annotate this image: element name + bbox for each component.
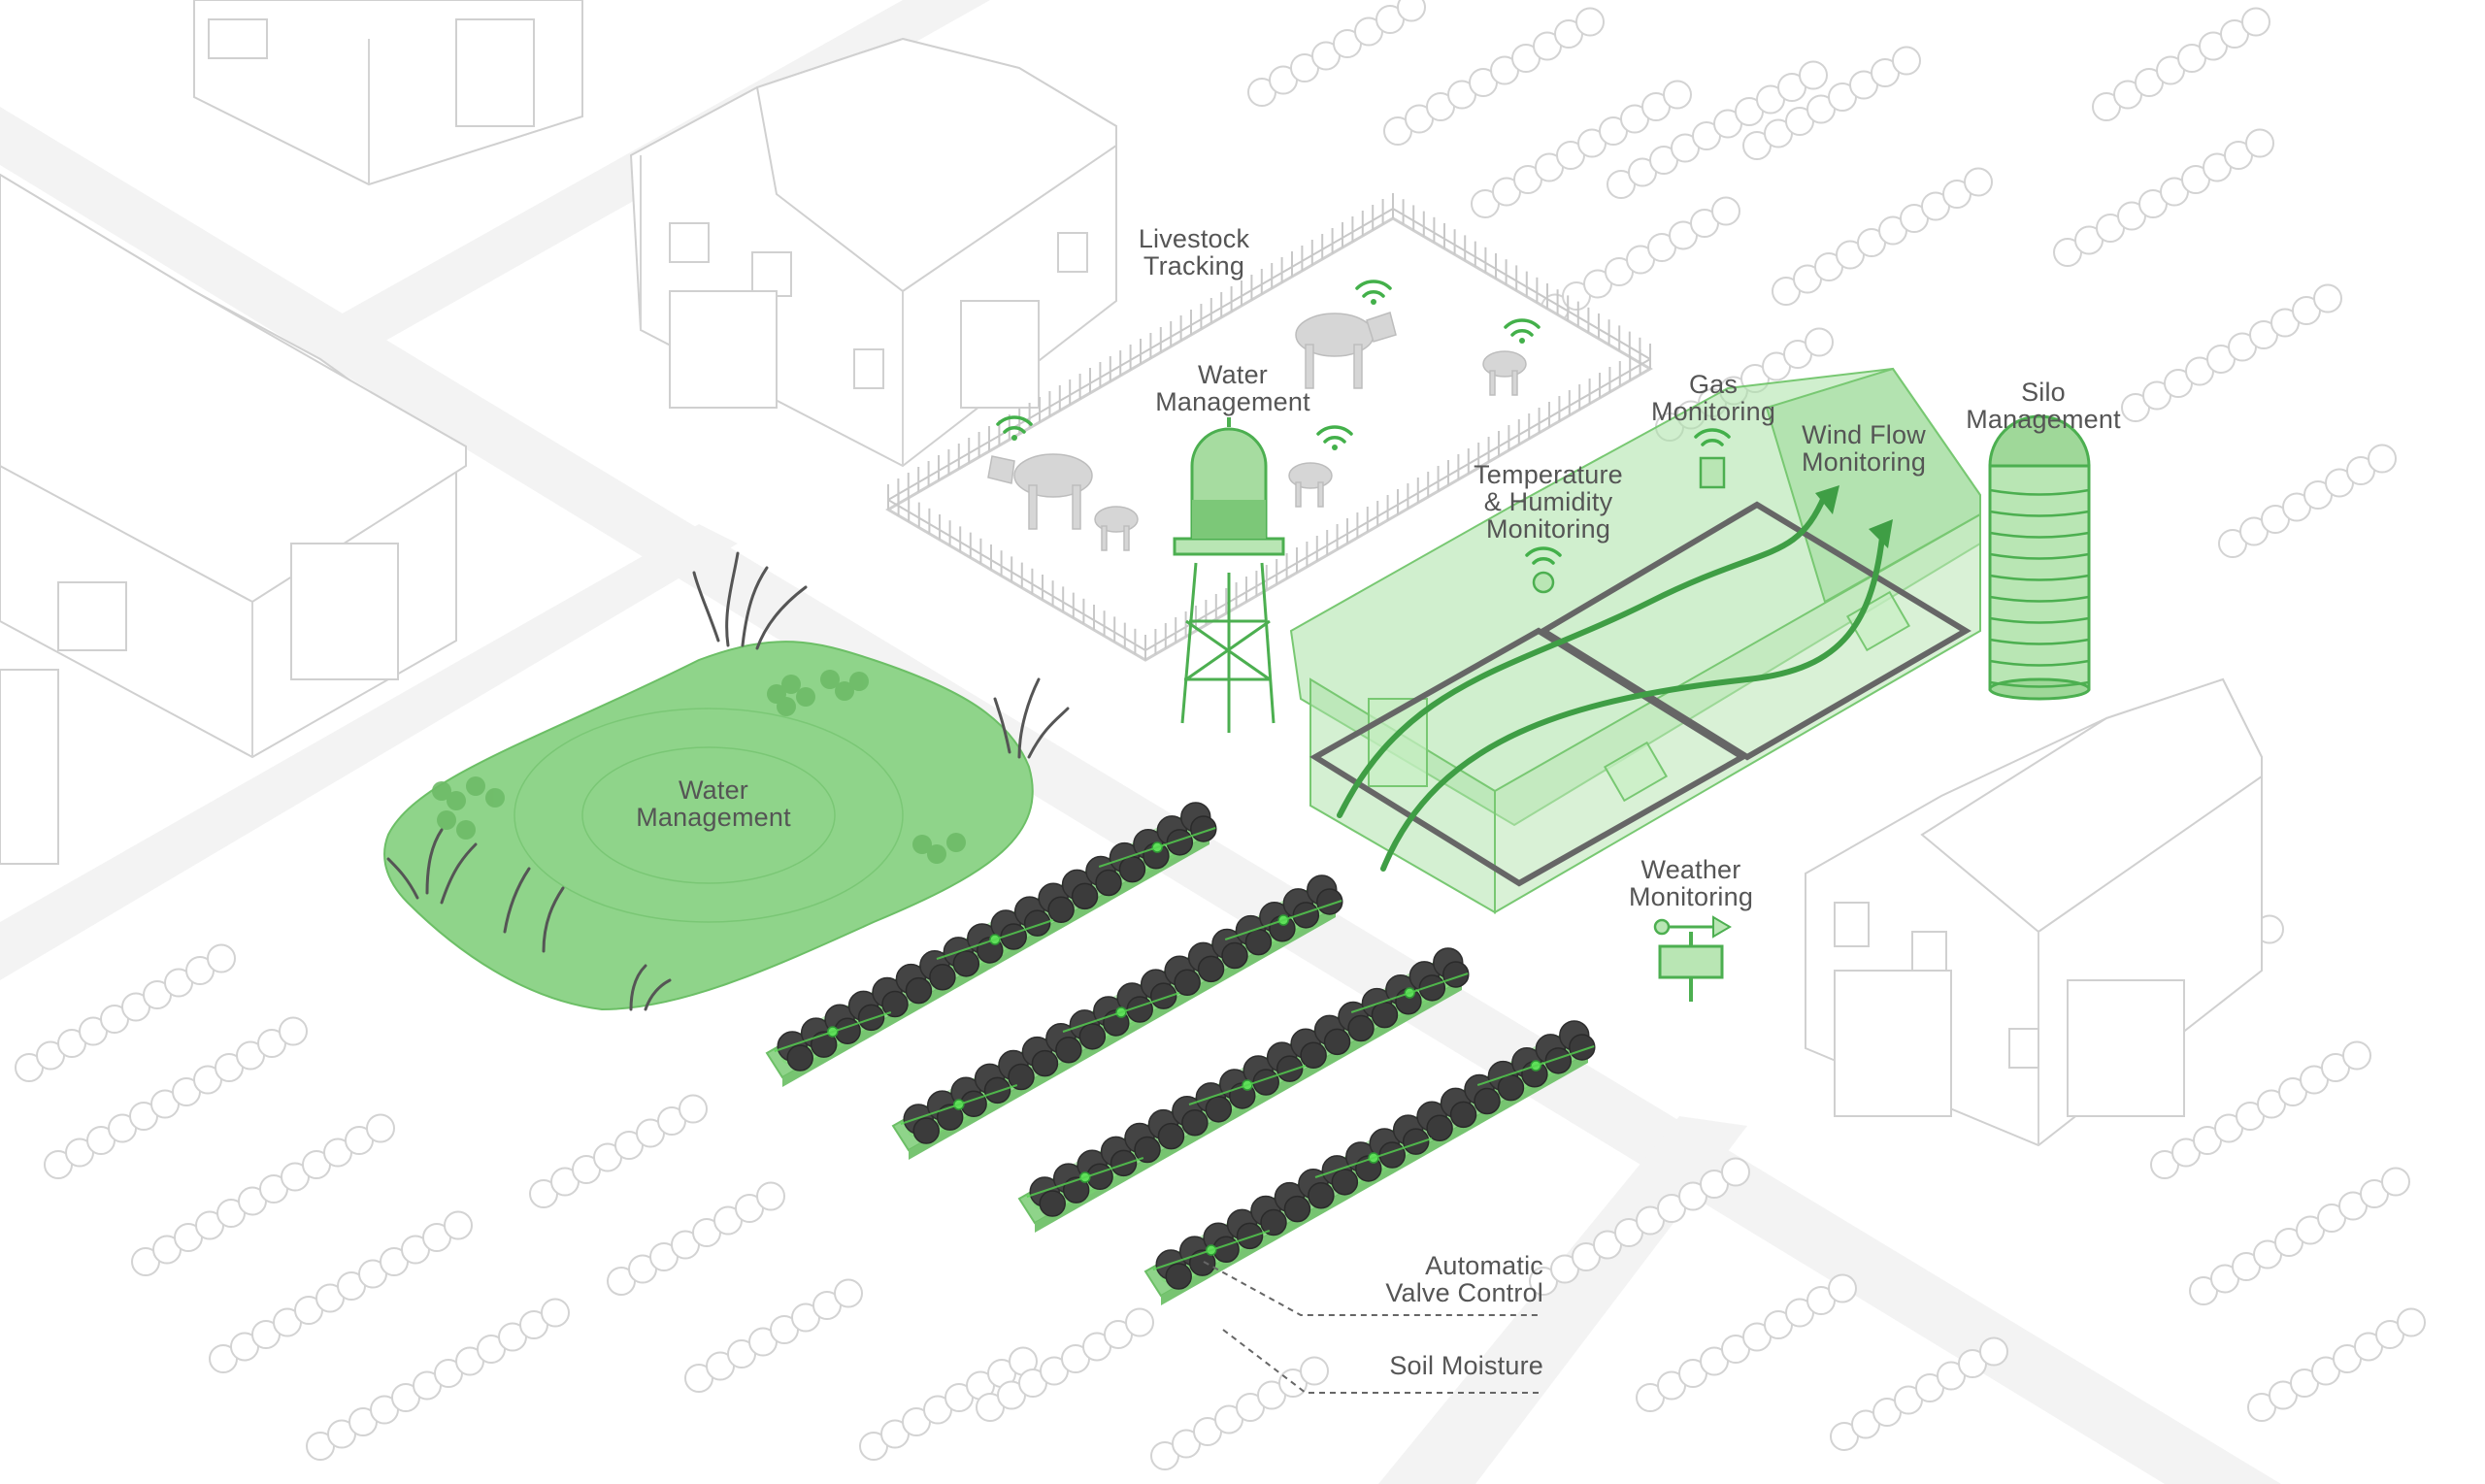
- background-crop-row: [529, 1094, 708, 1208]
- water-tower: [1173, 417, 1285, 733]
- background-crop-row: [131, 1113, 395, 1276]
- wifi-signal-icon: [1694, 428, 1731, 446]
- background-barns: [0, 0, 2263, 1147]
- wifi-signal-icon: [1355, 280, 1392, 305]
- wifi-signal-icon: [1525, 546, 1562, 565]
- weather-vane-icon: [1653, 915, 1732, 1002]
- background-crop-row: [1383, 7, 1605, 146]
- reeds: [386, 551, 1070, 1011]
- background-crop-row: [684, 1278, 863, 1393]
- greenhouse: [1289, 367, 1981, 914]
- pond: [383, 551, 1070, 1011]
- gas-sensor-icon: [1699, 456, 1726, 489]
- greenhouse-frame: [1309, 501, 1971, 887]
- wind-arrowhead: [1869, 519, 1893, 548]
- pond-surface: [383, 641, 1034, 1011]
- background-crop-row: [2092, 7, 2270, 121]
- temperature-sensor-icon: [1532, 571, 1555, 594]
- wind-flow-arrows: [1337, 492, 1886, 872]
- barn-top-left: [193, 0, 583, 186]
- lily-pads: [432, 670, 966, 864]
- background-crop-row: [976, 1307, 1154, 1422]
- background-crop-row: [1742, 46, 1921, 160]
- background-crop-row: [2053, 128, 2274, 267]
- background-crop-row: [1830, 1336, 2008, 1451]
- cow-icon: [1295, 312, 1397, 389]
- background-crop-row: [2247, 1307, 2426, 1422]
- leader-lines: [1203, 1261, 1539, 1394]
- barn-bottom-right: [1805, 677, 2263, 1147]
- cow-icon: [987, 453, 1093, 530]
- barn-left: [0, 173, 467, 865]
- background-crop-rows: [15, 0, 2426, 1470]
- background-crop-row: [1636, 1273, 1857, 1412]
- wifi-signal-icon: [996, 415, 1033, 441]
- background-crop-row: [1471, 80, 1692, 218]
- background-crop-row: [859, 1346, 1038, 1461]
- background-crop-row: [607, 1181, 785, 1296]
- cow-icon: [1288, 462, 1333, 508]
- silo: [1988, 414, 2091, 701]
- background-crop-row: [1150, 1356, 1329, 1470]
- roads: [0, 0, 2281, 1484]
- cow-icon: [1482, 350, 1527, 396]
- road-upper-left: [0, 524, 738, 980]
- background-crop-row: [1607, 60, 1828, 199]
- background-crop-row: [1529, 1157, 1750, 1296]
- background-crop-row: [1247, 0, 1426, 107]
- crop-bed: [765, 802, 1217, 1087]
- background-crop-row: [2218, 444, 2397, 558]
- barn-top-center: [629, 37, 1117, 468]
- background-crop-row: [44, 1016, 308, 1179]
- label-soil-moisture: Soil Moisture: [1389, 1351, 1543, 1380]
- livestock-pen: [885, 193, 1653, 662]
- background-crop-row: [2150, 1040, 2371, 1179]
- background-crop-row: [2121, 283, 2342, 422]
- crop-bed: [1017, 947, 1470, 1233]
- irrigated-crop-beds: [765, 802, 1596, 1305]
- background-crop-row: [209, 1210, 473, 1373]
- crop-bed: [1143, 1020, 1596, 1305]
- background-crop-row: [306, 1298, 570, 1461]
- wifi-signal-icon: [1316, 425, 1353, 450]
- wind-arrowhead: [1815, 485, 1839, 514]
- background-crop-row: [2189, 1167, 2410, 1305]
- wifi-signal-icon: [1504, 318, 1541, 344]
- cow-icon: [1094, 506, 1139, 551]
- crop-bed: [891, 874, 1343, 1160]
- background-crop-row: [1772, 167, 1993, 306]
- background-crop-row: [15, 943, 236, 1082]
